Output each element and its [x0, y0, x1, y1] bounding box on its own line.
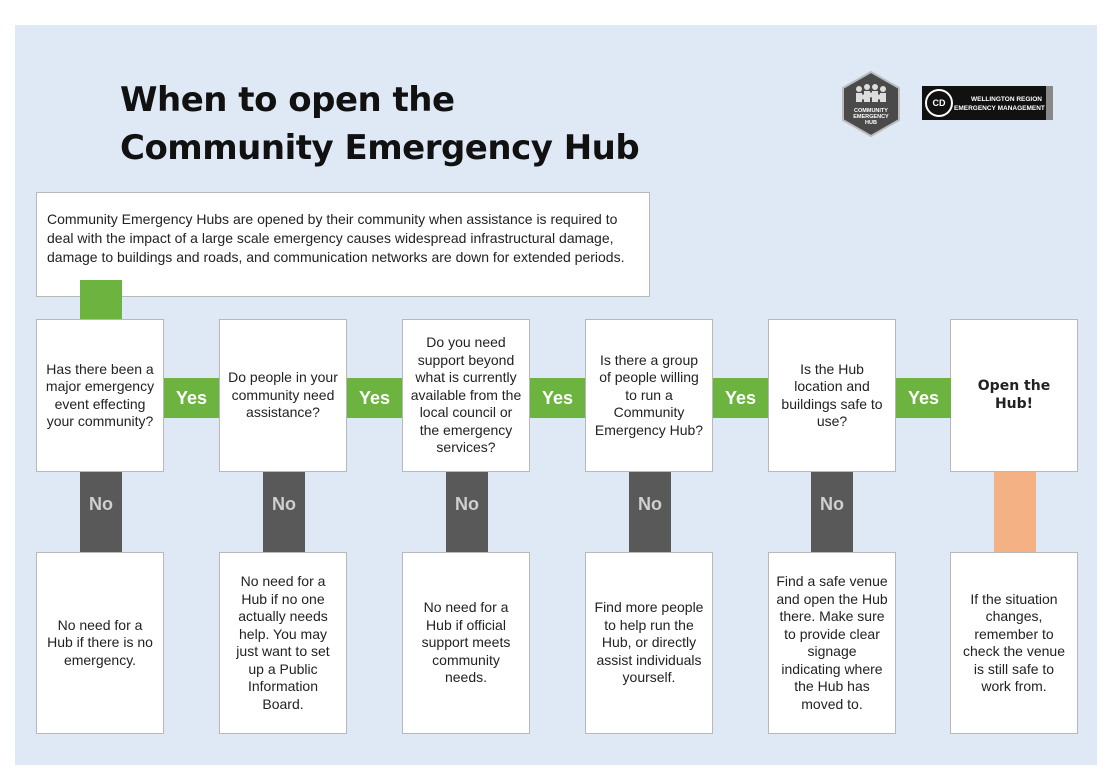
yes-connector-1: Yes — [164, 378, 219, 418]
hub-logo-text: COMMUNITY EMERGENCY HUB — [853, 108, 889, 126]
open-hub-box: Open the Hub! — [950, 319, 1078, 472]
yes-connector-3: Yes — [530, 378, 585, 418]
question-5-box: Is the Hub location and buildings safe t… — [768, 319, 896, 472]
yes-connector-4: Yes — [713, 378, 768, 418]
no-connector-3: No — [446, 472, 488, 552]
outcome-5-box: Find a safe venue and open the Hub there… — [768, 552, 896, 734]
question-3-box: Do you need support beyond what is curre… — [402, 319, 530, 472]
no-connector-1: No — [80, 472, 122, 552]
question-4-box: Is there a group of people willing to ru… — [585, 319, 713, 472]
no-connector-2: No — [263, 472, 305, 552]
yes-connector-2: Yes — [347, 378, 402, 418]
no-connector-5: No — [811, 472, 853, 552]
page-title: When to open the Community Emergency Hub — [120, 76, 640, 172]
outcome-1-box: No need for a Hub if there is no emergen… — [36, 552, 164, 734]
outcome-3-box: No need for a Hub if official support me… — [402, 552, 530, 734]
yes-connector-5: Yes — [896, 378, 951, 418]
outcome-6-box: If the situation changes, remember to ch… — [950, 552, 1078, 734]
title-line-1: When to open the — [120, 80, 455, 120]
civil-defence-icon: CD — [925, 89, 953, 117]
intro-connector — [80, 280, 122, 320]
outcome-4-box: Find more people to help run the Hub, or… — [585, 552, 713, 734]
intro-text-box: Community Emergency Hubs are opened by t… — [36, 192, 650, 297]
final-connector — [994, 472, 1036, 552]
title-line-2: Community Emergency Hub — [120, 128, 640, 168]
wremo-logo: CD WELLINGTON REGION EMERGENCY MANAGEMEN… — [922, 86, 1053, 120]
no-connector-4: No — [629, 472, 671, 552]
question-1-box: Has there been a major emergency event e… — [36, 319, 164, 472]
community-emergency-hub-logo: COMMUNITY EMERGENCY HUB — [841, 70, 901, 138]
question-2-box: Do people in your community need assista… — [219, 319, 347, 472]
outcome-2-box: No need for a Hub if no one actually nee… — [219, 552, 347, 734]
